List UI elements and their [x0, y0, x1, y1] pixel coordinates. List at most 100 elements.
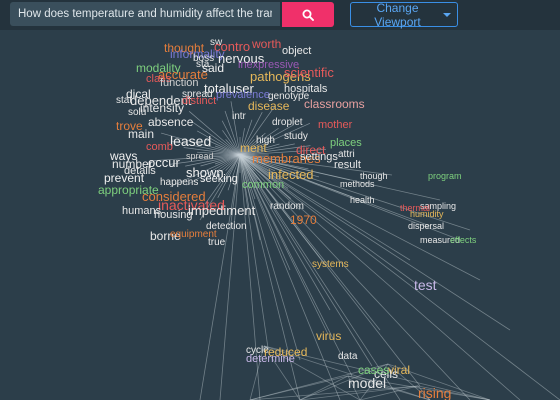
graph-word[interactable]: ways: [110, 149, 138, 163]
graph-word[interactable]: scientific: [284, 65, 334, 80]
graph-word[interactable]: considered: [142, 189, 206, 204]
search-button[interactable]: [282, 2, 334, 27]
graph-word[interactable]: accurate: [158, 67, 208, 82]
graph-word[interactable]: genotype: [268, 91, 310, 102]
graph-word[interactable]: class: [146, 73, 172, 85]
graph-word[interactable]: measured: [420, 235, 461, 245]
graph-word[interactable]: attri: [338, 149, 355, 160]
graph-word[interactable]: appropriate: [98, 183, 159, 197]
graph-word[interactable]: detection: [206, 221, 247, 232]
graph-word[interactable]: happens: [160, 177, 199, 188]
graph-word[interactable]: sta: [196, 59, 210, 70]
search-input[interactable]: [10, 2, 280, 26]
graph-word[interactable]: program: [428, 171, 462, 181]
graph-word[interactable]: virus: [316, 329, 342, 343]
graph-word[interactable]: systems: [312, 259, 349, 270]
graph-word[interactable]: prevalence: [216, 89, 270, 101]
graph-word[interactable]: data: [338, 351, 358, 362]
graph-word[interactable]: hospitals: [284, 83, 328, 95]
graph-edge: [235, 154, 241, 182]
graph-word[interactable]: intensity: [140, 101, 185, 115]
graph-word[interactable]: contro: [214, 39, 251, 54]
graph-word[interactable]: worth: [252, 37, 282, 51]
graph-word[interactable]: dical: [126, 87, 151, 101]
graph-word[interactable]: boss: [193, 53, 215, 64]
graph-word[interactable]: random: [270, 201, 304, 212]
graph-word[interactable]: 1970: [290, 213, 317, 227]
graph-word[interactable]: informality: [170, 47, 225, 61]
graph-word[interactable]: membranes: [252, 151, 321, 166]
graph-word[interactable]: number: [112, 157, 153, 171]
graph-word[interactable]: shown: [186, 165, 224, 180]
graph-word[interactable]: intr: [232, 111, 246, 122]
graph-word[interactable]: sampling: [420, 201, 457, 211]
graph-word[interactable]: rising: [418, 385, 452, 400]
graph-word[interactable]: sw: [210, 37, 223, 48]
graph-word[interactable]: spread: [182, 89, 213, 100]
graph-word[interactable]: disease: [248, 99, 290, 113]
change-viewport-button[interactable]: Change Viewport: [350, 1, 458, 29]
graph-word[interactable]: pathogens: [250, 69, 311, 84]
graph-word[interactable]: health: [350, 195, 375, 205]
graph-word[interactable]: dispersal: [408, 221, 445, 231]
graph-word[interactable]: inactivated: [158, 197, 225, 213]
graph-edge: [239, 154, 411, 261]
graph-word[interactable]: object: [282, 45, 312, 57]
graph-word[interactable]: function: [160, 77, 199, 89]
graph-word[interactable]: ment: [240, 141, 267, 155]
graph-word[interactable]: absence: [148, 115, 194, 129]
graph-word[interactable]: nervous: [218, 51, 265, 66]
graph-word[interactable]: high: [256, 135, 275, 146]
graph-edge: [239, 154, 327, 267]
graph-edge: [359, 363, 389, 400]
graph-word[interactable]: cycle: [246, 345, 269, 356]
graph-word[interactable]: seeking: [200, 173, 238, 185]
graph-word[interactable]: study: [284, 131, 308, 142]
graph-word[interactable]: test: [414, 277, 437, 293]
graph-word[interactable]: viral: [388, 363, 411, 377]
graph-word[interactable]: mother: [318, 119, 353, 131]
graph-word[interactable]: totaluser: [204, 81, 254, 96]
graph-word[interactable]: humans: [122, 205, 162, 217]
graph-word[interactable]: though: [360, 171, 388, 181]
graph-word[interactable]: direct: [296, 143, 326, 157]
graph-word[interactable]: reduced: [264, 345, 308, 359]
graph-word[interactable]: effects: [450, 235, 477, 245]
graph-word[interactable]: details: [124, 165, 156, 177]
graph-word[interactable]: distinct: [182, 95, 217, 107]
graph-word[interactable]: main: [128, 127, 155, 141]
graph-word[interactable]: places: [330, 137, 362, 149]
graph-word[interactable]: result: [334, 159, 361, 171]
graph-word[interactable]: modality: [136, 61, 181, 75]
graph-word[interactable]: equipment: [170, 229, 217, 240]
graph-word[interactable]: droplet: [272, 117, 303, 128]
graph-word[interactable]: settings: [300, 151, 338, 163]
graph-word[interactable]: solu: [128, 107, 147, 118]
graph-word[interactable]: dependent: [130, 93, 192, 108]
graph-word[interactable]: infected: [268, 167, 314, 182]
graph-word[interactable]: borne: [150, 229, 181, 243]
graph-word[interactable]: impediment: [188, 203, 256, 218]
graph-word[interactable]: housing: [154, 209, 193, 221]
graph-word[interactable]: determine: [246, 353, 295, 365]
graph-word[interactable]: thermal: [400, 203, 431, 213]
graph-word[interactable]: said: [202, 61, 225, 75]
graph-word[interactable]: humidity: [410, 209, 444, 219]
graph-word[interactable]: true: [208, 237, 226, 248]
graph-word[interactable]: model: [348, 375, 387, 391]
graph-word[interactable]: cases: [358, 363, 390, 377]
graph-word[interactable]: common: [242, 179, 285, 191]
graph-word[interactable]: comb: [146, 141, 173, 153]
graph-word[interactable]: stat: [116, 95, 133, 106]
graph-word[interactable]: trove: [116, 119, 143, 133]
graph-word[interactable]: inexpressive: [238, 59, 300, 71]
graph-word[interactable]: methods: [340, 179, 375, 189]
graph-word[interactable]: cells: [374, 367, 399, 381]
graph-word[interactable]: classrooms: [304, 97, 365, 111]
graph-word[interactable]: prevent: [104, 171, 145, 185]
graph-word[interactable]: leased: [170, 133, 212, 149]
graph-word[interactable]: spread: [186, 151, 214, 161]
graph-word[interactable]: thought: [164, 41, 205, 55]
graph-word[interactable]: occur: [148, 155, 180, 170]
